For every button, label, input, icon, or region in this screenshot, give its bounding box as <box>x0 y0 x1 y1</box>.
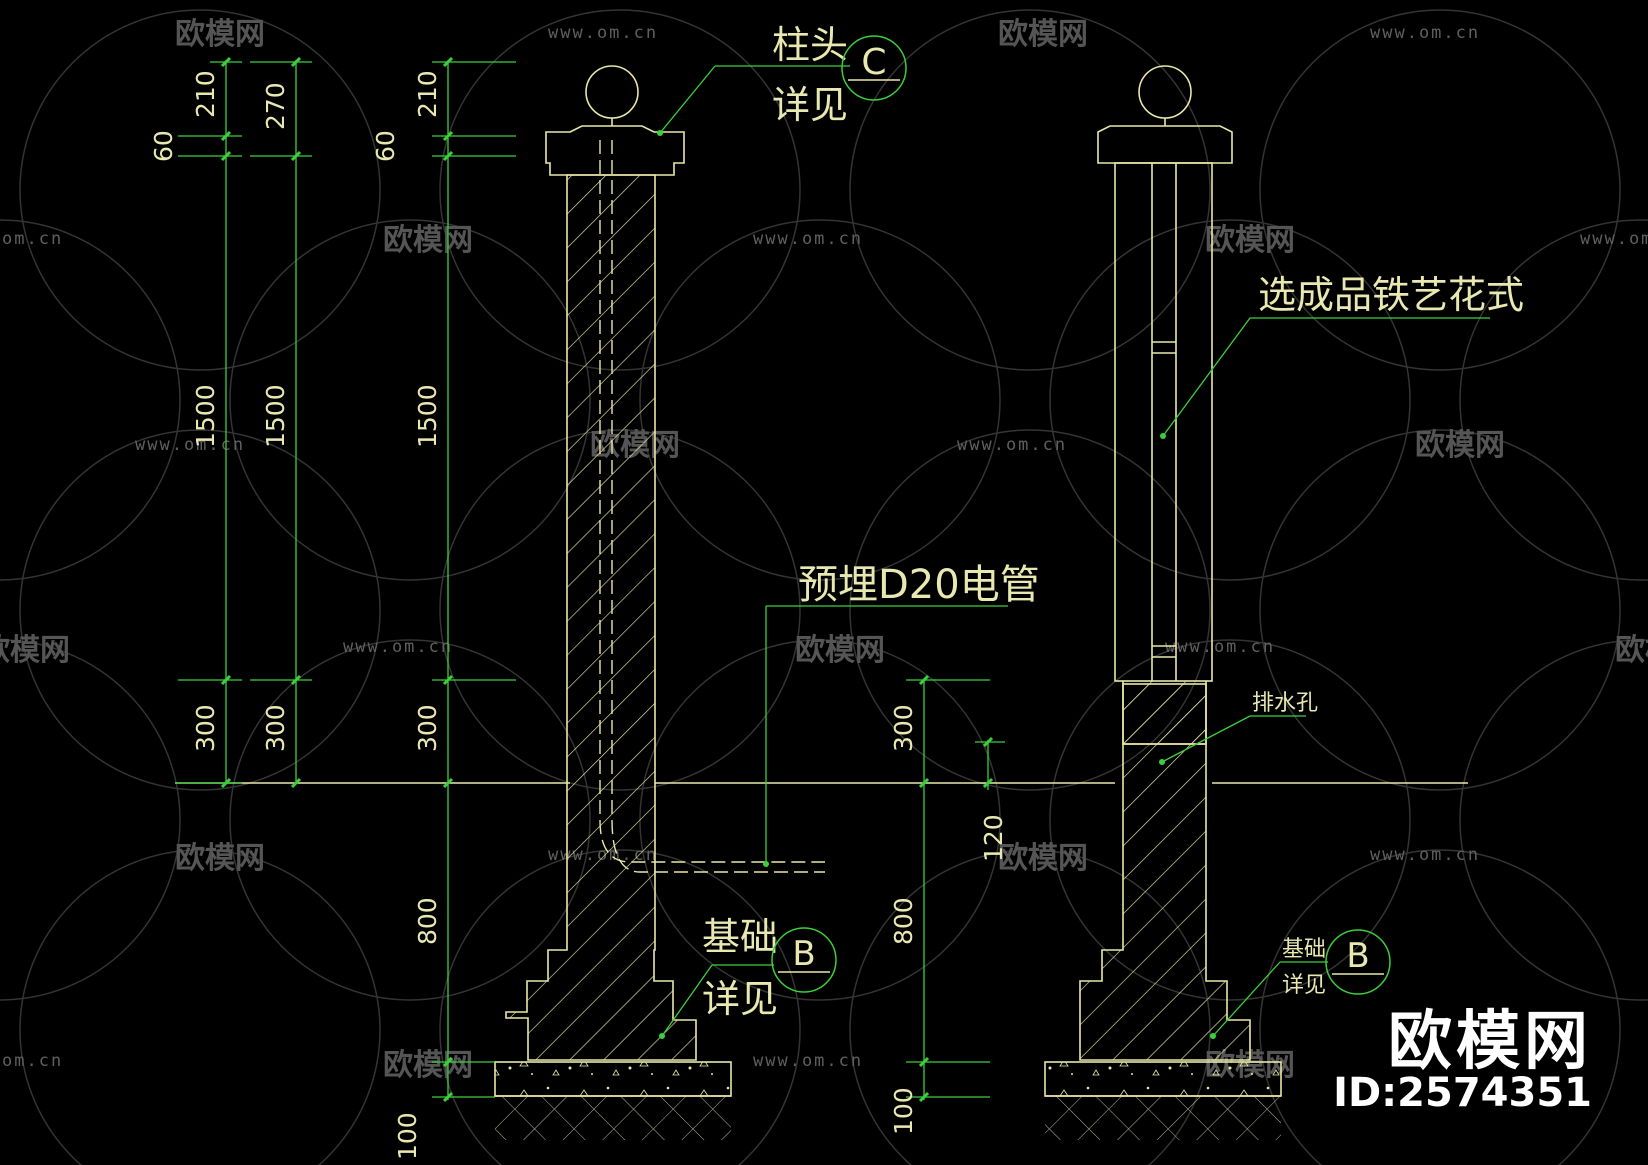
drain-hole-note: 排水孔 <box>1252 691 1318 716</box>
dimension-lines <box>175 56 1005 1103</box>
pillar-cap <box>545 125 685 176</box>
finial-ball <box>585 65 639 119</box>
watermark-arcs <box>0 9 1648 1165</box>
dim-label: 120 <box>979 814 1008 862</box>
callout-ironwork: 选成品铁艺花式 <box>1160 273 1524 439</box>
watermark-brand: 欧模网 <box>175 17 265 52</box>
watermark-site: www.om.cn <box>957 435 1067 455</box>
cap-detail-symbol: C <box>861 42 886 83</box>
watermark-brand: 欧模网 <box>383 1048 473 1083</box>
dim-label: 210 <box>413 70 442 118</box>
dim-label: 300 <box>889 704 918 752</box>
watermark-brand: 欧模网 <box>1615 633 1648 668</box>
cap-note-line1: 柱头 <box>772 23 848 67</box>
foundation-right-line1: 基础 <box>1282 937 1326 962</box>
pillar-cap <box>1097 125 1233 164</box>
pillar-shaft <box>505 174 697 1061</box>
watermark-site: www.om.cn <box>1370 23 1480 43</box>
dim-label: 100 <box>393 1112 422 1160</box>
callout-foundation-right: 基础 详见 B <box>1210 929 1391 1039</box>
dim-label: 1500 <box>261 384 290 448</box>
watermark-site: www.om.cn <box>753 229 863 249</box>
foundation-right-symbol: B <box>1346 936 1369 976</box>
dim-label: 1500 <box>191 384 220 448</box>
foundation-note-line1: 基础 <box>702 915 778 959</box>
earth-fill <box>495 1096 731 1140</box>
pillar-base <box>1079 681 1251 1061</box>
callout-conduit: 预埋D20电管 <box>763 562 1040 867</box>
concrete-footing <box>494 1061 732 1097</box>
watermark-site: om.cn <box>2 229 63 249</box>
foundation-detail-symbol: B <box>792 934 815 974</box>
conduit-note: 预埋D20电管 <box>798 562 1040 608</box>
iron-frame <box>1114 162 1213 682</box>
dim-label: 300 <box>261 704 290 752</box>
dim-label: 210 <box>191 70 220 118</box>
watermark-site: www.om.cn <box>1165 637 1275 657</box>
dim-label: 300 <box>191 704 220 752</box>
watermark-site: www.om.cn <box>343 637 453 657</box>
watermark-brand: 欧模网 <box>0 633 70 668</box>
foundation-note-line2: 详见 <box>702 977 778 1021</box>
earth-fill <box>1045 1096 1281 1140</box>
foundation-right-line2: 详见 <box>1282 973 1326 998</box>
dim-label: 100 <box>889 1087 918 1135</box>
callout-cap-detail: 柱头 详见 C <box>657 23 907 136</box>
dim-label: 60 <box>149 130 178 162</box>
brand-logo: 欧模网 <box>1388 1005 1592 1079</box>
dimension-labels: 210 60 1500 300 270 1500 300 210 60 1500… <box>149 70 1008 1160</box>
ironwork-note: 选成品铁艺花式 <box>1258 273 1524 317</box>
dim-label: 60 <box>371 130 400 162</box>
model-id: ID:2574351 <box>1333 1070 1592 1116</box>
dim-label: 800 <box>413 897 442 945</box>
concrete-footing <box>1044 1061 1282 1097</box>
dim-label: 1500 <box>413 384 442 448</box>
dim-label: 800 <box>889 897 918 945</box>
watermark-site: www.om.cn <box>753 1051 863 1071</box>
watermark-site: om.cn <box>2 1051 63 1071</box>
conduit-pipe <box>599 140 825 863</box>
finial-ball <box>1138 65 1192 119</box>
callout-drain-hole: 排水孔 <box>1159 691 1318 765</box>
right-pillar-elevation <box>1044 65 1282 1140</box>
watermark-brand: 欧模网 <box>998 841 1088 876</box>
watermark-brand: 欧模网 <box>1415 428 1505 463</box>
watermark-site: www.om.cn <box>1370 845 1480 865</box>
watermark-brand: 欧模网 <box>1205 223 1295 258</box>
watermark-site: www.om.cn <box>548 23 658 43</box>
cap-note-line2: 详见 <box>772 83 848 127</box>
watermark-brand: 欧模网 <box>175 841 265 876</box>
dim-label: 300 <box>413 704 442 752</box>
watermark-brand: 欧模网 <box>998 17 1088 52</box>
callout-foundation-left: 基础 详见 B <box>659 915 837 1039</box>
watermark-site: www.om.cn <box>135 435 245 455</box>
watermark-brand: 欧模网 <box>795 633 885 668</box>
watermark-brand: 欧模网 <box>383 223 473 258</box>
watermark-site: www.om.cn <box>1580 229 1648 249</box>
dim-label: 270 <box>261 82 290 130</box>
left-pillar-section <box>494 65 825 1140</box>
